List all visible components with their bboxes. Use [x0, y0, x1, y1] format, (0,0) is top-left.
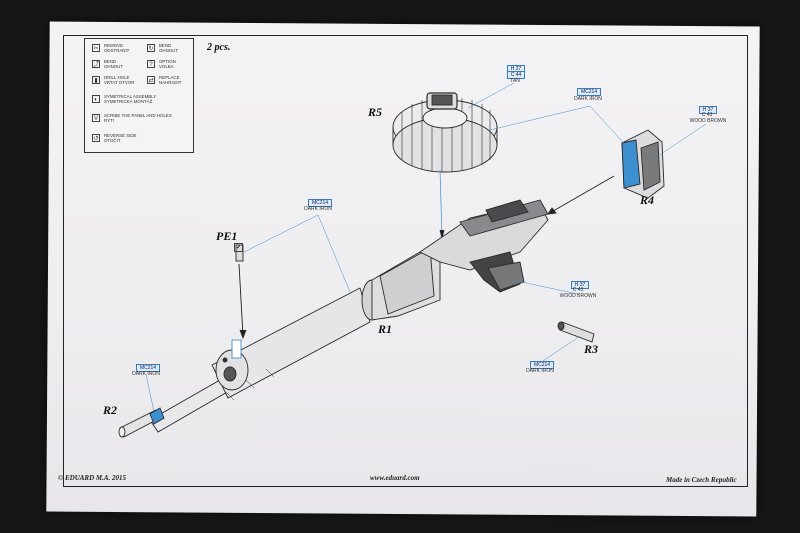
r5-drum-magazine — [392, 92, 498, 173]
sheet-frame — [63, 35, 748, 487]
leader-lines — [145, 82, 707, 413]
paint-wood-r4-name: WOOD BROWN — [689, 118, 727, 124]
paint-iron-top-code: MC214 — [577, 88, 601, 96]
reverse-icon: ↺ — [92, 134, 100, 142]
legend-bend: BEND OHNOUT — [159, 43, 179, 53]
bend-check-icon: ✔ — [234, 243, 243, 252]
paint-wood-r4-code1: H 37 — [699, 106, 717, 114]
legend-replace: REPLACE NAHRADIT — [159, 75, 182, 85]
part-pe1: PE1 — [216, 229, 238, 243]
part-r2: R2 — [103, 403, 118, 417]
part-r4: R4 — [640, 193, 655, 207]
legend-drill: DRILL HOLE VRTAT OTVOR — [104, 75, 135, 85]
legend-option: OPTION VOLBA — [159, 59, 176, 69]
footer-copyright: © EDUARD M.A. 2015 — [58, 474, 127, 482]
paint-wood-r1-code1: H 37 — [571, 281, 589, 289]
footer-website: www.eduard.com — [370, 474, 420, 482]
part-r5: R5 — [368, 105, 383, 119]
replace-icon: ⇄ — [147, 76, 155, 84]
quantity-label: 2 pcs. — [207, 42, 231, 53]
bend-alt-icon: ⤴ — [92, 60, 100, 68]
drill-icon: ▮ — [92, 76, 100, 84]
pe1-photoetch-part — [231, 244, 247, 359]
paint-iron-r1-name: DARK IRON — [304, 206, 332, 212]
legend-symmetric: SYMETRICAL ASSEMBLY SYMETRICKÁ MONTÁŽ — [104, 94, 157, 104]
r1-gun-body — [149, 199, 549, 433]
paint-iron-r3-code: MC214 — [530, 361, 554, 369]
bend-icon: ↻ — [147, 44, 155, 52]
part-r1: R1 — [378, 322, 393, 336]
paint-iron-r2-name: DARK IRON — [132, 371, 160, 377]
paint-iron-r1-code: MC214 — [308, 199, 332, 207]
footer-made-in: Made in Czech Republic — [666, 476, 737, 484]
symmetric-icon: ◐ — [92, 95, 100, 103]
legend-scribe: SCRIBE THE PANEL AND HOLES RÝT! — [104, 113, 172, 123]
symbol-legend: ✂ REMOVE ODSTRANIT ↻ BEND OHNOUT ⤴ BEND … — [84, 38, 194, 153]
r3-small-rod — [557, 321, 595, 343]
paint-iron-r2-code: MC214 — [136, 364, 160, 372]
legend-remove: REMOVE ODSTRANIT — [104, 43, 130, 53]
paint-wood-r1-code2: C 43 — [572, 287, 584, 293]
paint-wood-r1-name: WOOD BROWN — [559, 293, 597, 299]
paint-tan-code2: C 44 — [507, 71, 525, 79]
paint-iron-r3-name: DARK IRON — [526, 368, 554, 374]
option-icon: ? — [147, 60, 155, 68]
paint-iron-top-name: DARK IRON — [574, 96, 602, 102]
r2-barrel-tip — [118, 407, 165, 438]
legend-reverse: REVERSE SIDE OTOČIT — [104, 133, 137, 143]
remove-icon: ✂ — [92, 44, 100, 52]
paint-wood-r4-code2: C 43 — [701, 112, 713, 118]
part-r3: R3 — [584, 342, 599, 356]
paint-tan-name: TAN — [510, 78, 520, 84]
scribe-icon: V — [92, 114, 100, 122]
legend-bend-alt: BEND OHNOUT — [104, 59, 124, 69]
r4-rear-grip — [547, 129, 665, 215]
